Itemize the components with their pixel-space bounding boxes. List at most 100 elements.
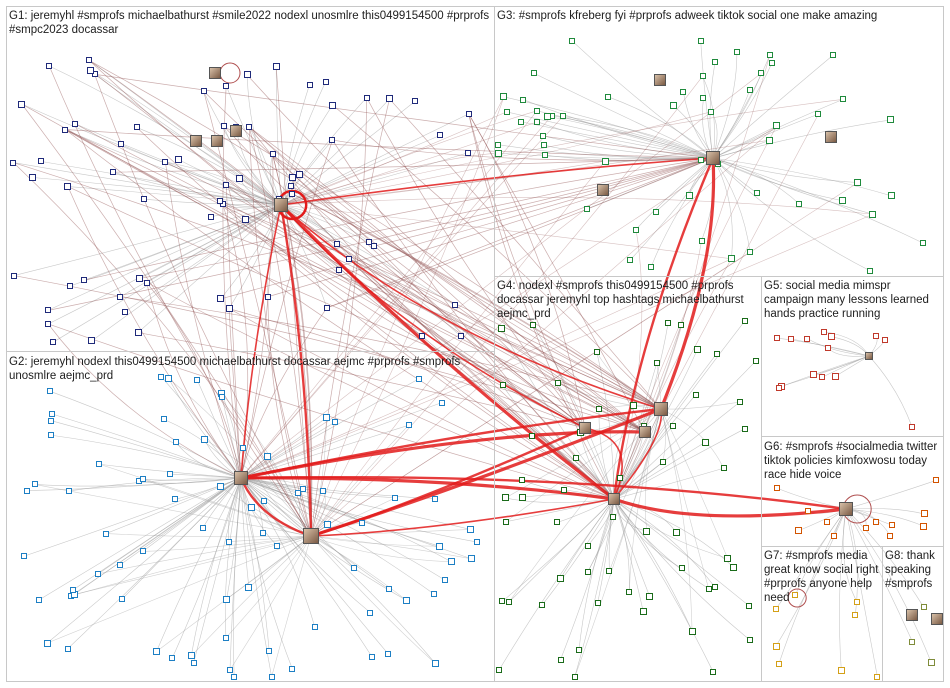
node-g1-65[interactable] [86,57,92,64]
node-g1-39[interactable] [365,239,372,246]
node-g7-3[interactable] [852,611,859,618]
node-g2-77[interactable] [368,653,375,660]
node-g2-35[interactable] [118,596,125,603]
node-g4-8[interactable] [730,563,738,571]
node-g1-1[interactable] [62,126,69,133]
node-g2-11[interactable] [64,645,71,652]
node-g3-17[interactable] [919,239,926,246]
node-g3-4[interactable] [854,179,862,186]
node-g8-2[interactable] [920,604,927,611]
node-g1-49[interactable] [288,190,295,197]
node-g6-1[interactable] [805,507,812,514]
node-g6-5[interactable] [886,532,893,539]
node-g2-79[interactable] [218,393,225,400]
node-g3-30[interactable] [520,96,527,103]
node-g2-12[interactable] [324,521,332,529]
node-g3-13[interactable] [697,37,704,44]
node-g2-22[interactable] [320,488,327,495]
node-g1-60[interactable] [243,71,251,79]
node-g1-30[interactable] [465,149,472,156]
node-g2-23[interactable] [367,609,374,616]
node-g1-32[interactable] [217,295,225,303]
node-g7-5[interactable] [773,605,780,612]
node-g2-29[interactable] [331,419,338,426]
node-g2-75[interactable] [48,410,55,417]
node-g1-59[interactable] [411,98,418,105]
node-g4-0[interactable] [502,494,510,502]
node-g1-67[interactable] [200,88,207,95]
node-g3-51[interactable] [829,52,836,59]
node-g4-23[interactable] [529,321,536,328]
node-g4-32[interactable] [518,493,526,501]
node-g3-28[interactable] [500,93,508,101]
node-g4-55[interactable] [712,584,719,591]
node-g4-10[interactable] [594,600,601,607]
node-g2-24[interactable] [247,504,255,512]
node-g2-32[interactable] [467,525,475,533]
node-g4-21[interactable] [659,458,666,465]
node-g3-2[interactable] [517,118,524,125]
node-g2-16[interactable] [245,584,253,592]
node-g3-40[interactable] [888,192,896,200]
node-g4-7[interactable] [573,455,580,462]
node-g6-9[interactable] [831,532,838,539]
node-g6-2[interactable] [773,484,780,491]
hub-node-g3[interactable] [706,151,720,165]
node-g1-31[interactable] [217,198,224,205]
node-g5-4[interactable] [809,371,817,379]
node-g1-55[interactable] [117,293,124,300]
node-g6-0[interactable] [920,510,928,518]
node-g1-66[interactable] [306,81,313,88]
node-g1-43[interactable] [336,267,343,274]
node-g2-51[interactable] [415,375,422,382]
node-g5-10[interactable] [775,384,782,391]
photo-node-5[interactable] [597,184,609,196]
node-g4-1[interactable] [610,513,617,520]
node-g2-5[interactable] [46,388,53,395]
node-g1-29[interactable] [333,241,340,248]
node-g3-16[interactable] [685,192,693,200]
node-g1-54[interactable] [323,304,330,311]
node-g4-30[interactable] [653,359,660,366]
node-g1-3[interactable] [44,307,51,314]
node-g4-29[interactable] [553,519,560,526]
node-g5-11[interactable] [909,423,916,430]
node-g2-49[interactable] [194,376,201,383]
node-g4-49[interactable] [710,669,717,676]
node-g2-71[interactable] [66,487,73,494]
node-g4-50[interactable] [692,391,699,398]
node-g6-7[interactable] [862,525,869,532]
node-g5-12[interactable] [832,372,840,380]
photo-node-6[interactable] [825,131,837,143]
node-g7-1[interactable] [874,673,881,680]
node-g5-6[interactable] [882,336,889,343]
node-g2-30[interactable] [103,530,110,537]
node-g3-3[interactable] [648,263,655,270]
node-g2-9[interactable] [266,647,273,654]
hub-node-g2b[interactable] [303,528,319,544]
node-g6-4[interactable] [795,526,803,534]
node-g2-56[interactable] [432,660,440,668]
node-g4-24[interactable] [688,627,696,635]
node-g3-48[interactable] [839,197,847,205]
node-g2-52[interactable] [264,452,272,460]
node-g3-49[interactable] [584,205,591,212]
node-g2-7[interactable] [21,553,28,560]
node-g3-19[interactable] [866,267,873,274]
node-g5-9[interactable] [819,374,826,381]
node-g2-78[interactable] [222,634,229,641]
node-g7-6[interactable] [853,598,860,605]
node-g1-68[interactable] [235,174,243,182]
hub-node-g4b[interactable] [654,402,668,416]
node-g2-42[interactable] [239,444,246,451]
node-g2-62[interactable] [139,476,146,483]
node-g2-18[interactable] [268,673,275,680]
node-g2-61[interactable] [289,666,296,673]
node-g3-53[interactable] [495,141,501,148]
node-g2-64[interactable] [448,558,456,566]
node-g2-40[interactable] [435,542,443,550]
hub-node-g2a[interactable] [234,471,248,485]
node-g1-45[interactable] [10,159,17,166]
node-g2-59[interactable] [48,432,55,439]
node-g3-45[interactable] [698,237,705,244]
